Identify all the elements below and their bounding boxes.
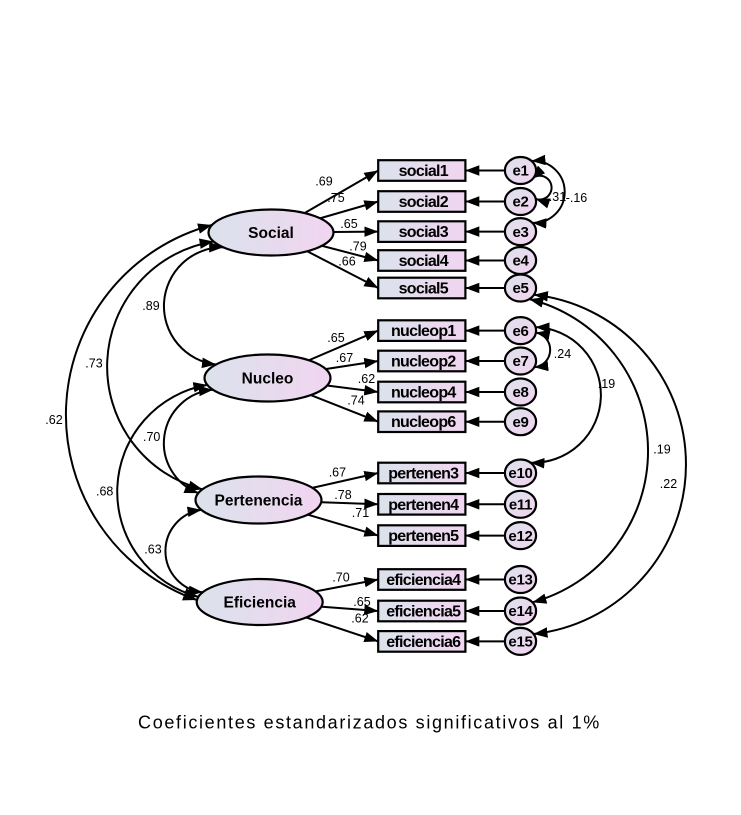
svg-text:e11: e11 bbox=[509, 497, 532, 514]
svg-text:.79: .79 bbox=[349, 239, 366, 253]
svg-text:.68: .68 bbox=[96, 485, 113, 499]
svg-text:eficiencia4: eficiencia4 bbox=[386, 572, 461, 589]
svg-text:e15: e15 bbox=[508, 634, 532, 651]
svg-text:.62: .62 bbox=[358, 372, 375, 386]
svg-text:.66: .66 bbox=[338, 255, 355, 269]
svg-text:.70: .70 bbox=[143, 430, 160, 444]
svg-text:.74: .74 bbox=[347, 394, 364, 408]
svg-text:.67: .67 bbox=[336, 351, 353, 365]
svg-text:e6: e6 bbox=[512, 323, 528, 340]
svg-text:.67: .67 bbox=[329, 466, 346, 480]
svg-text:nucleop6: nucleop6 bbox=[391, 414, 456, 431]
svg-text:.65: .65 bbox=[340, 217, 357, 231]
svg-text:e4: e4 bbox=[512, 253, 529, 270]
svg-text:Pertenencia: Pertenencia bbox=[215, 493, 303, 510]
svg-text:.22: .22 bbox=[660, 477, 677, 491]
svg-text:.19: .19 bbox=[598, 377, 615, 391]
svg-text:.24: .24 bbox=[554, 347, 571, 361]
svg-text:.75: .75 bbox=[327, 191, 344, 205]
svg-text:e5: e5 bbox=[512, 280, 528, 297]
svg-text:.89: .89 bbox=[142, 299, 159, 313]
svg-text:-.16: -.16 bbox=[566, 191, 588, 205]
svg-text:.31: .31 bbox=[549, 190, 566, 204]
svg-text:e3: e3 bbox=[512, 224, 528, 241]
svg-text:Nucleo: Nucleo bbox=[242, 371, 294, 388]
svg-text:e10: e10 bbox=[508, 465, 532, 482]
svg-text:.62: .62 bbox=[351, 612, 368, 626]
svg-text:e12: e12 bbox=[508, 528, 532, 545]
svg-text:e7: e7 bbox=[512, 353, 528, 370]
svg-text:.78: .78 bbox=[334, 488, 351, 502]
svg-text:social2: social2 bbox=[399, 194, 449, 211]
svg-text:social3: social3 bbox=[399, 224, 449, 241]
svg-text:nucleop1: nucleop1 bbox=[391, 323, 456, 340]
svg-text:e1: e1 bbox=[512, 163, 528, 180]
svg-text:.70: .70 bbox=[332, 571, 349, 585]
svg-text:social1: social1 bbox=[399, 163, 449, 180]
svg-text:Coeficientes estandarizados si: Coeficientes estandarizados significativ… bbox=[138, 712, 601, 732]
svg-text:.71: .71 bbox=[352, 506, 369, 520]
svg-text:e9: e9 bbox=[512, 414, 528, 431]
svg-text:.62: .62 bbox=[45, 413, 62, 427]
svg-text:e13: e13 bbox=[508, 572, 532, 589]
svg-text:.19: .19 bbox=[653, 443, 670, 457]
svg-text:.69: .69 bbox=[315, 175, 332, 189]
svg-text:social4: social4 bbox=[399, 253, 449, 270]
svg-text:nucleop2: nucleop2 bbox=[391, 354, 456, 371]
svg-text:nucleop4: nucleop4 bbox=[391, 385, 456, 402]
svg-text:pertenen4: pertenen4 bbox=[388, 497, 459, 514]
svg-text:eficiencia6: eficiencia6 bbox=[386, 634, 461, 651]
svg-text:pertenen5: pertenen5 bbox=[388, 528, 459, 545]
svg-text:.73: .73 bbox=[85, 357, 102, 371]
svg-text:Social: Social bbox=[248, 225, 294, 242]
svg-text:.65: .65 bbox=[353, 595, 370, 609]
svg-text:e14: e14 bbox=[508, 603, 533, 620]
svg-text:Eficiencia: Eficiencia bbox=[224, 595, 297, 612]
svg-text:.65: .65 bbox=[327, 331, 344, 345]
svg-text:eficiencia5: eficiencia5 bbox=[386, 604, 461, 621]
svg-text:pertenen3: pertenen3 bbox=[388, 466, 459, 483]
svg-text:e2: e2 bbox=[512, 194, 528, 211]
svg-text:.63: .63 bbox=[144, 542, 161, 556]
svg-text:social5: social5 bbox=[399, 281, 449, 298]
svg-text:e8: e8 bbox=[512, 384, 528, 401]
